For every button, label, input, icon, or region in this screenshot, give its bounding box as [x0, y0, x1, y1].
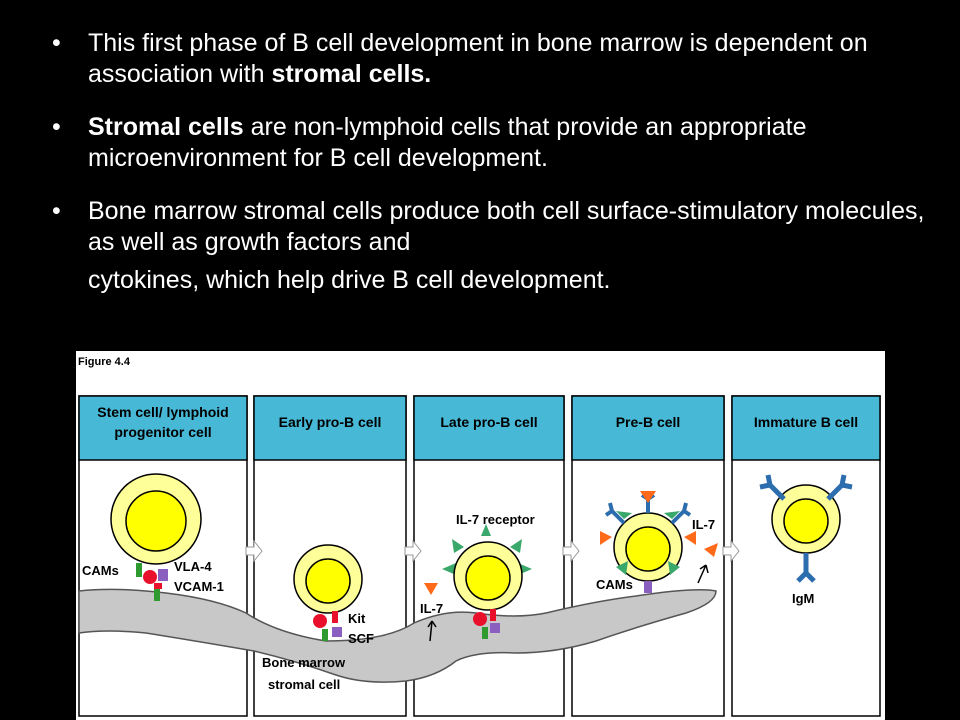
- label-il7-a: IL-7: [420, 601, 443, 616]
- pre-b-spike-3: [616, 511, 632, 519]
- arrow-3: [562, 539, 580, 563]
- label-bone-marrow: Bone marrow: [262, 655, 346, 670]
- stage-2-title: Early pro-B cell: [279, 414, 382, 430]
- immature-b-nucleus: [783, 498, 829, 544]
- label-il7-receptor: IL-7 receptor: [456, 512, 535, 527]
- cam-receptor-green: [136, 563, 142, 577]
- bullet-dot: •: [52, 113, 61, 141]
- arrow-1: [245, 539, 263, 563]
- igm-bottom: [796, 553, 816, 583]
- stage-header-5: [731, 395, 881, 461]
- arrow-4: [722, 539, 740, 563]
- late-pro-b-nucleus: [465, 555, 511, 601]
- bullet-3: • Bone marrow stromal cells produce both…: [52, 196, 932, 302]
- pre-bcr-3: [670, 502, 692, 525]
- arrow-2: [404, 539, 422, 563]
- label-cams-2: CAMs: [596, 577, 633, 592]
- label-igm: IgM: [792, 591, 814, 606]
- figure-diagram: Figure 4.4 Stem cell/ lymphoid progenito…: [78, 356, 881, 717]
- vla4-receptor-red: [143, 570, 157, 584]
- il7r-spike-upright: [510, 539, 522, 553]
- bullet-3-text-line2: cytokines, which help drive B cell devel…: [88, 266, 611, 294]
- bullet-2-bold: Stromal cells: [88, 113, 244, 141]
- late-pro-b-cell: IL-7 receptor IL-7: [420, 512, 535, 642]
- stage-header-3: [413, 395, 565, 461]
- igm-upper-right: [826, 474, 853, 501]
- stage-4-title: Pre-B cell: [616, 414, 681, 430]
- bullet-1: • This first phase of B cell development…: [52, 28, 932, 90]
- pre-b-cell: CAMs IL-7: [596, 491, 718, 593]
- pre-b-cam-ligand: [644, 581, 652, 593]
- kit-receptor: [332, 611, 338, 623]
- label-il7-b: IL-7: [692, 517, 715, 532]
- pre-b-spike-2: [668, 561, 680, 575]
- stage-header-2: [253, 395, 407, 461]
- label-vla4: VLA-4: [174, 559, 212, 574]
- late-receptor-red: [473, 612, 487, 626]
- il7-triangle-a: [424, 583, 438, 595]
- il7r-spike-left: [442, 563, 456, 575]
- figure-label: Figure 4.4: [78, 356, 131, 368]
- il7r-spike-top: [481, 524, 491, 536]
- pre-b-il7-right: [684, 531, 696, 545]
- label-cams-1: CAMs: [82, 563, 119, 578]
- bullet-1-bold: stromal cells.: [271, 60, 432, 88]
- bullet-3-text: Bone marrow stromal cells produce both c…: [88, 197, 925, 256]
- early-green-ligand: [322, 629, 328, 641]
- kit-receptor-red: [313, 614, 327, 628]
- early-pro-b-nucleus: [305, 558, 351, 604]
- il7-triangle-b: [704, 543, 718, 557]
- pre-bcr-1: [604, 502, 626, 525]
- label-kit: Kit: [348, 611, 366, 626]
- stage-header-4: [571, 395, 725, 461]
- label-stromal-cell: stromal cell: [268, 677, 340, 692]
- pre-b-il7-top: [640, 491, 656, 503]
- stage-1-title-line2: progenitor cell: [114, 424, 211, 440]
- stromal-cell-shape: [78, 588, 717, 683]
- bullet-2-text: are non-lymphoid cells that provide an a…: [88, 113, 807, 172]
- stage-3-title: Late pro-B cell: [440, 414, 537, 430]
- early-pro-b-cell: Kit SCF Bone marrow stromal cell: [262, 544, 374, 692]
- scf-ligand: [332, 627, 342, 637]
- immature-b-cell: IgM: [759, 474, 853, 606]
- igm-upper-left: [759, 474, 786, 501]
- bullet-2: • Stromal cells are non-lymphoid cells t…: [52, 112, 932, 174]
- stage-5-title: Immature B cell: [754, 414, 858, 430]
- pre-b-il7-left: [600, 531, 612, 545]
- pre-b-spike-1: [616, 561, 628, 575]
- bullet-dot: •: [52, 197, 61, 225]
- il7-arrow-b: [697, 564, 709, 584]
- vcam-ligand-green: [154, 587, 160, 601]
- label-scf: SCF: [348, 631, 374, 646]
- vcam-receptor-red: [154, 583, 162, 589]
- igm-antibodies: [759, 474, 853, 583]
- stage-headers: Stem cell/ lymphoid progenitor cell Earl…: [78, 395, 881, 461]
- stem-cell-nucleus: [125, 490, 187, 552]
- label-vcam1: VCAM-1: [174, 579, 224, 594]
- stage-header-1: [78, 395, 248, 461]
- pre-b-spike-4: [664, 511, 680, 519]
- bullet-dot: •: [52, 29, 61, 57]
- bullet-1-text: This first phase of B cell development i…: [88, 29, 868, 88]
- late-kit-receptor: [490, 609, 496, 621]
- il7r-spike-upleft: [452, 539, 464, 553]
- late-ligand-purple: [490, 623, 500, 633]
- stem-cell: CAMs VLA-4 VCAM-1: [82, 473, 224, 601]
- pre-b-nucleus: [625, 526, 671, 572]
- cam-ligand-purple: [158, 569, 168, 581]
- figure-b-cell-development: Figure 4.4 Stem cell/ lymphoid progenito…: [76, 351, 885, 720]
- late-ligand-green: [482, 627, 488, 639]
- stage-arrows: [245, 539, 740, 563]
- stage-1-title-line1: Stem cell/ lymphoid: [97, 404, 228, 420]
- bullet-list: • This first phase of B cell development…: [52, 28, 932, 324]
- il7-arrow-a: [427, 620, 437, 642]
